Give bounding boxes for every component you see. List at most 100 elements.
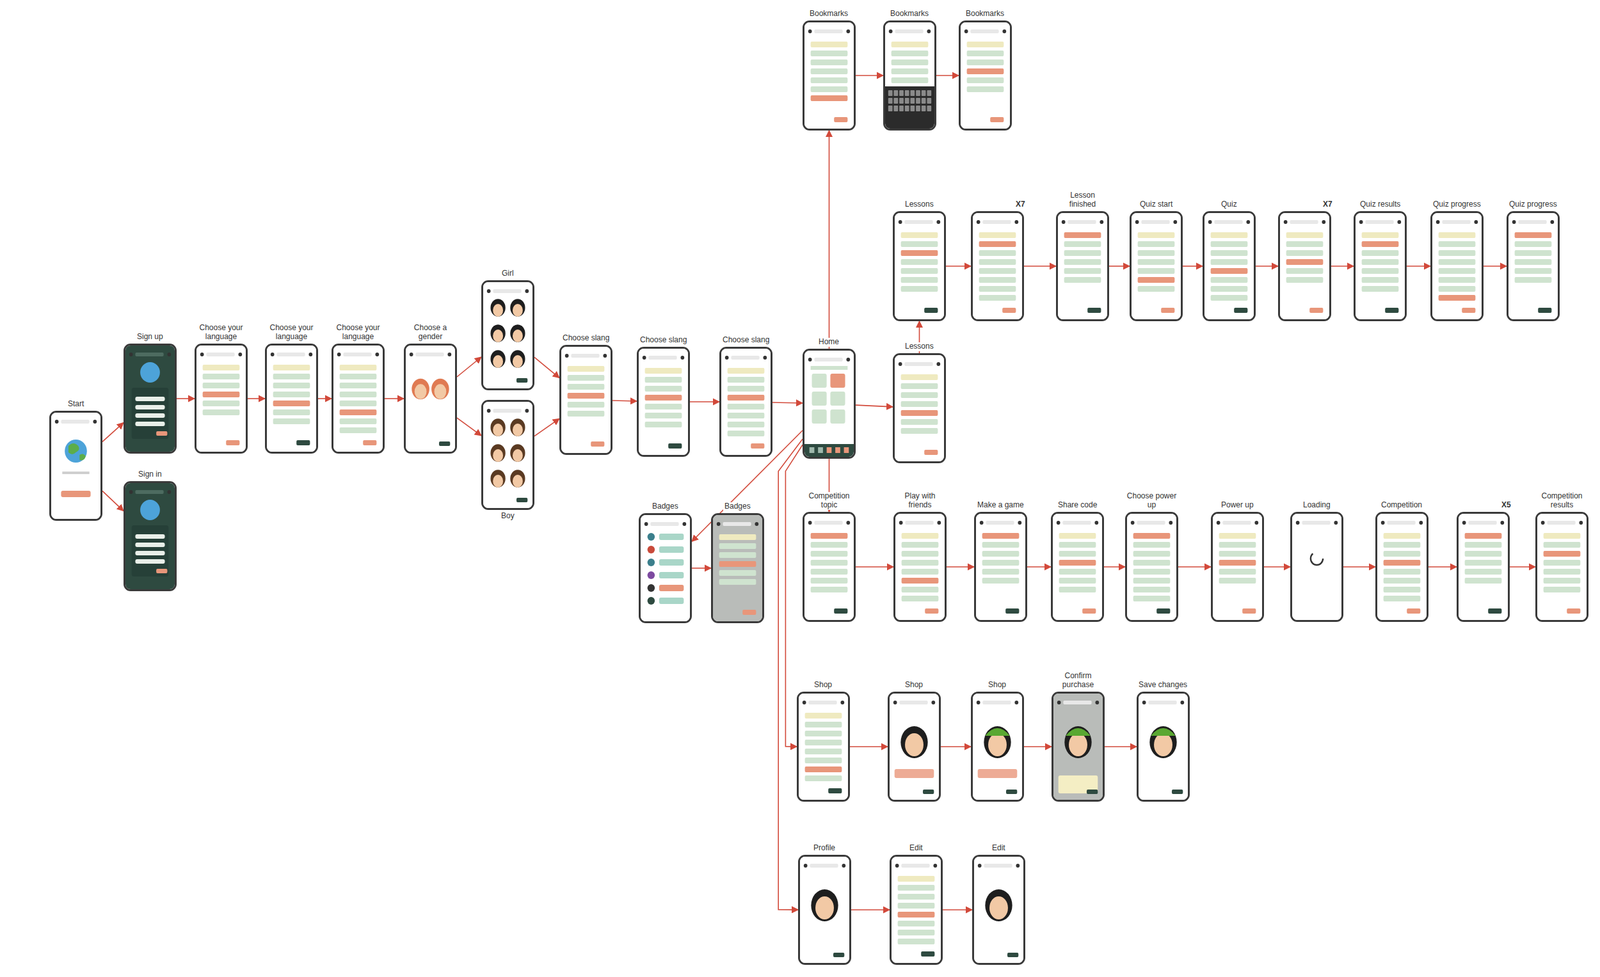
phone-screen: Make a game: [974, 512, 1028, 623]
phone-frame: [638, 513, 692, 624]
phone-screen: Lessons: [892, 353, 946, 464]
phone-frame: [403, 343, 457, 454]
phone-screen: Quiz progress: [1430, 211, 1484, 322]
phone-screen: Quiz results: [1353, 211, 1407, 322]
phone-screen: Lessons: [892, 211, 946, 322]
phone-screen: Choose slang: [559, 344, 613, 456]
phone-frame: [1050, 512, 1104, 623]
flow-arrow: [534, 357, 560, 378]
flow-arrow: [456, 417, 482, 436]
screen-mockup: [125, 345, 175, 452]
phone-frame: [1278, 211, 1332, 322]
screen-title: Choose slang: [561, 334, 611, 344]
screen-title: Bookmarks: [808, 9, 850, 19]
flow-arrow: [176, 398, 195, 400]
flow-arrow: [942, 909, 973, 911]
phone-frame: [49, 410, 103, 521]
flow-arrow: [1264, 566, 1291, 568]
phone-frame: [1430, 211, 1484, 322]
screen-title: Quiz: [1219, 200, 1239, 210]
screen-mockup: [1212, 513, 1263, 621]
screen-title: Competition topic: [802, 492, 856, 511]
screen-mockup: [721, 348, 771, 456]
screen-title: Edit: [908, 844, 925, 854]
phone-frame: [1290, 512, 1344, 623]
flow-arrow: [689, 401, 720, 403]
screen-mockup: [483, 282, 533, 389]
screen-mockup: [804, 22, 854, 129]
flow-arrow: [1428, 566, 1457, 568]
screen-title: Edit: [990, 844, 1007, 854]
flow-arrow: [1024, 265, 1056, 267]
phone-frame: [802, 20, 856, 131]
flow-arrow: [940, 746, 971, 748]
phone-screen: X7: [970, 211, 1024, 322]
screen-mockup: [1280, 213, 1330, 320]
phone-screen: Choose slang: [719, 346, 773, 457]
screen-mockup: [798, 693, 848, 800]
flow-arrow: [1027, 566, 1051, 568]
screen-mockup: [405, 345, 456, 452]
phone-screen: Edit: [889, 855, 943, 966]
screen-mockup: [976, 513, 1026, 621]
phone-frame: [1051, 691, 1105, 802]
screen-title: X7: [1321, 200, 1334, 210]
phone-frame: [481, 280, 535, 391]
phone-screen: Quiz progress: [1506, 211, 1560, 322]
phone-frame: [1456, 512, 1510, 623]
phone-screen: Start: [49, 410, 103, 521]
phone-screen: Choose your language: [194, 343, 248, 454]
flow-arrow: [772, 402, 803, 404]
phone-frame: [481, 400, 535, 511]
screen-mockup: [1377, 513, 1427, 621]
screen-mockup: [889, 693, 939, 800]
flow-arrow: [945, 265, 971, 267]
flow-arrow: [855, 74, 884, 77]
screen-mockup: [1355, 213, 1405, 320]
screen-title: Sign up: [135, 332, 165, 342]
phone-screen: Bookmarks: [883, 20, 937, 131]
screen-mockup: [1508, 213, 1558, 320]
screen-mockup: [800, 856, 850, 964]
flow-arrow: [1331, 265, 1354, 267]
phone-frame: [802, 348, 856, 459]
screen-mockup: [960, 22, 1010, 129]
phone-screen: Choose a gender: [403, 343, 457, 454]
screen-title: Lessons: [903, 200, 936, 210]
phone-screen: Badges: [638, 513, 692, 624]
phone-frame: [1353, 211, 1407, 322]
flow-arrow: [1343, 566, 1376, 568]
phone-frame: [559, 344, 613, 456]
screen-title: Home: [817, 337, 841, 347]
flow-arrow: [855, 405, 893, 408]
phone-screen: X5: [1456, 512, 1510, 623]
phone-frame: [719, 346, 773, 457]
phone-screen: Save changes: [1136, 691, 1190, 802]
screen-title: Choose your language: [264, 323, 319, 342]
screen-title: X5: [1500, 501, 1513, 511]
flow-arrow: [936, 74, 959, 77]
flow-arrow: [1509, 566, 1536, 568]
screen-mockup: [1127, 513, 1177, 621]
flow-arrow: [1104, 746, 1137, 748]
phone-frame: [796, 691, 850, 802]
flow-arrow: [1182, 265, 1203, 267]
phone-frame: [798, 855, 852, 966]
flow-arrow: [534, 418, 560, 436]
screen-title: X7: [1014, 200, 1027, 210]
flow-arrow: [851, 909, 890, 911]
phone-frame: [1202, 211, 1256, 322]
screen-mockup: [125, 483, 175, 590]
flow-arrow: [102, 490, 124, 511]
phone-screen: Share code: [1050, 512, 1104, 623]
screen-mockup: [804, 513, 854, 621]
phone-frame: [711, 513, 765, 624]
phone-screen: Choose your language: [264, 343, 319, 454]
flow-arrow: [1109, 265, 1130, 267]
phone-frame: [958, 20, 1012, 131]
screen-mockup: [895, 513, 945, 621]
phone-screen: Lesson finished: [1056, 211, 1110, 322]
phone-frame: [123, 481, 177, 592]
phone-frame: [1210, 512, 1264, 623]
